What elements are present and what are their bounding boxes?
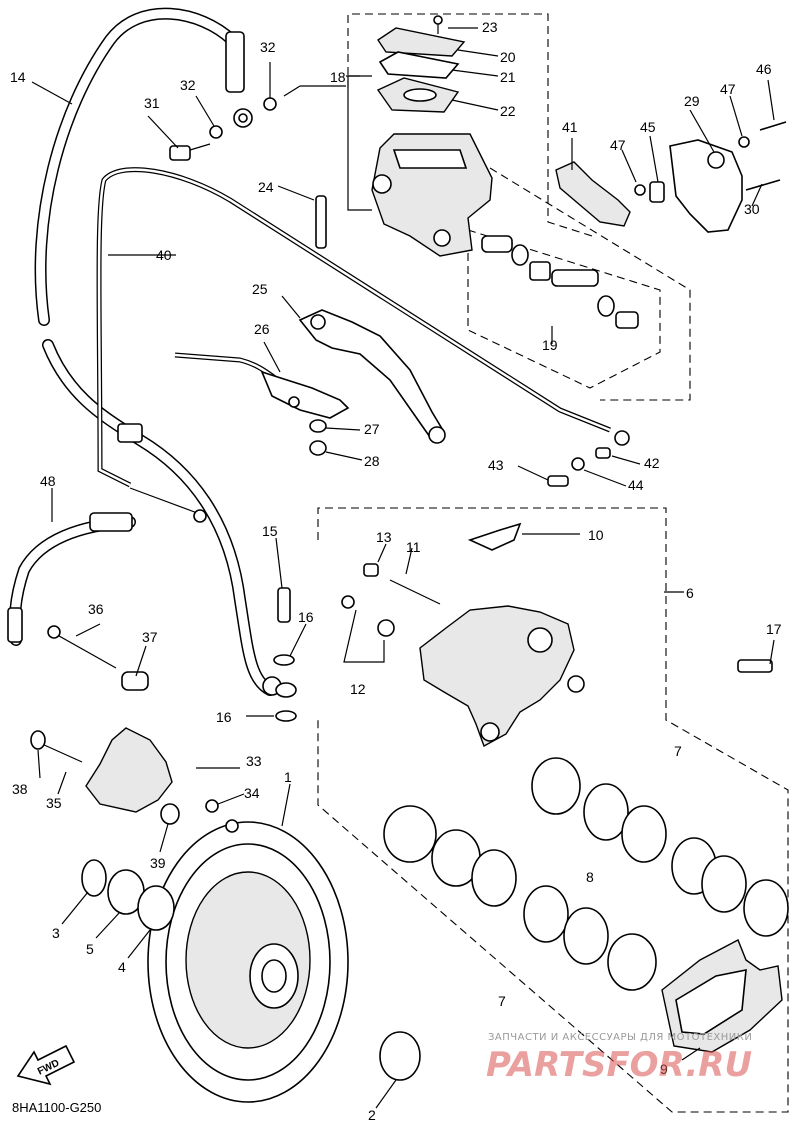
label-37: 37 — [142, 629, 158, 645]
label-16b: 16 — [216, 709, 232, 725]
label-48: 48 — [40, 473, 56, 489]
label-14: 14 — [10, 69, 26, 85]
brake-caliper — [341, 522, 585, 748]
label-32a: 32 — [180, 77, 196, 93]
control-cable — [96, 167, 630, 523]
label-32b: 32 — [260, 39, 276, 55]
watermark-line1: ЗАПЧАСТИ И АКСЕССУАРЫ ДЛЯ МОТОТЕХНИКИ — [488, 1032, 752, 1043]
lever-cable — [174, 352, 350, 419]
watermark: ЗАПЧАСТИ И АКСЕССУАРЫ ДЛЯ МОТОТЕХНИКИ PA… — [486, 1032, 752, 1085]
diagram-code: 8HA1100-G250 — [12, 1100, 101, 1115]
label-23: 23 — [482, 19, 498, 35]
label-36: 36 — [88, 601, 104, 617]
label-15: 15 — [262, 523, 278, 539]
label-9: 9 — [660, 1061, 668, 1077]
label-47b: 47 — [610, 137, 626, 153]
brake-pads — [661, 939, 783, 1053]
label-47a: 47 — [720, 81, 736, 97]
label-35: 35 — [46, 795, 62, 811]
label-4: 4 — [118, 959, 126, 975]
brake-disc — [147, 821, 421, 1103]
label-44: 44 — [628, 477, 644, 493]
master-cylinder — [371, 15, 493, 257]
label-25: 25 — [252, 281, 268, 297]
label-1: 1 — [284, 769, 292, 785]
label-16a: 16 — [298, 609, 314, 625]
label-6: 6 — [686, 585, 694, 601]
label-22: 22 — [500, 103, 516, 119]
label-17: 17 — [766, 621, 782, 637]
label-20: 20 — [500, 49, 516, 65]
label-10: 10 — [588, 527, 604, 543]
lever-bracket — [555, 121, 787, 233]
piston-kit — [481, 235, 639, 329]
label-26: 26 — [254, 321, 270, 337]
label-33: 33 — [246, 753, 262, 769]
group-outlines — [317, 13, 789, 1113]
label-45: 45 — [640, 119, 656, 135]
brake-hose — [34, 7, 282, 696]
label-2: 2 — [368, 1107, 376, 1122]
label-24: 24 — [258, 179, 274, 195]
caliper-pistons — [383, 757, 789, 991]
label-41: 41 — [562, 119, 578, 135]
rings — [81, 859, 175, 931]
label-31: 31 — [144, 95, 160, 111]
label-11: 11 — [406, 539, 421, 555]
brake-lever — [298, 309, 446, 444]
fasteners — [169, 97, 773, 722]
label-28: 28 — [364, 453, 380, 469]
watermark-line2: PARTSFOR.RU — [486, 1045, 752, 1085]
label-38: 38 — [12, 781, 28, 797]
label-39: 39 — [150, 855, 166, 871]
label-8: 8 — [586, 869, 594, 885]
label-5: 5 — [86, 941, 94, 957]
label-7a: 7 — [674, 743, 682, 759]
fwd-arrow-icon: FWD — [16, 1044, 76, 1086]
part-labels: 1 2 3 4 5 6 7 7 8 9 10 11 12 13 14 15 16… — [10, 19, 782, 1122]
label-40: 40 — [156, 247, 172, 263]
label-43: 43 — [488, 457, 504, 473]
label-7b: 7 — [498, 993, 506, 1009]
label-21: 21 — [500, 69, 516, 85]
label-12: 12 — [350, 681, 366, 697]
label-42: 42 — [644, 455, 660, 471]
label-30: 30 — [744, 201, 760, 217]
label-3: 3 — [52, 925, 60, 941]
label-18: 18 — [330, 69, 346, 85]
hose-48 — [7, 512, 136, 646]
leader-lines — [31, 27, 775, 1109]
parking-assembly — [30, 625, 239, 833]
label-34: 34 — [244, 785, 260, 801]
label-29: 29 — [684, 93, 700, 109]
label-27: 27 — [364, 421, 380, 437]
label-46: 46 — [756, 61, 772, 77]
label-13: 13 — [376, 529, 392, 545]
label-19: 19 — [542, 337, 558, 353]
